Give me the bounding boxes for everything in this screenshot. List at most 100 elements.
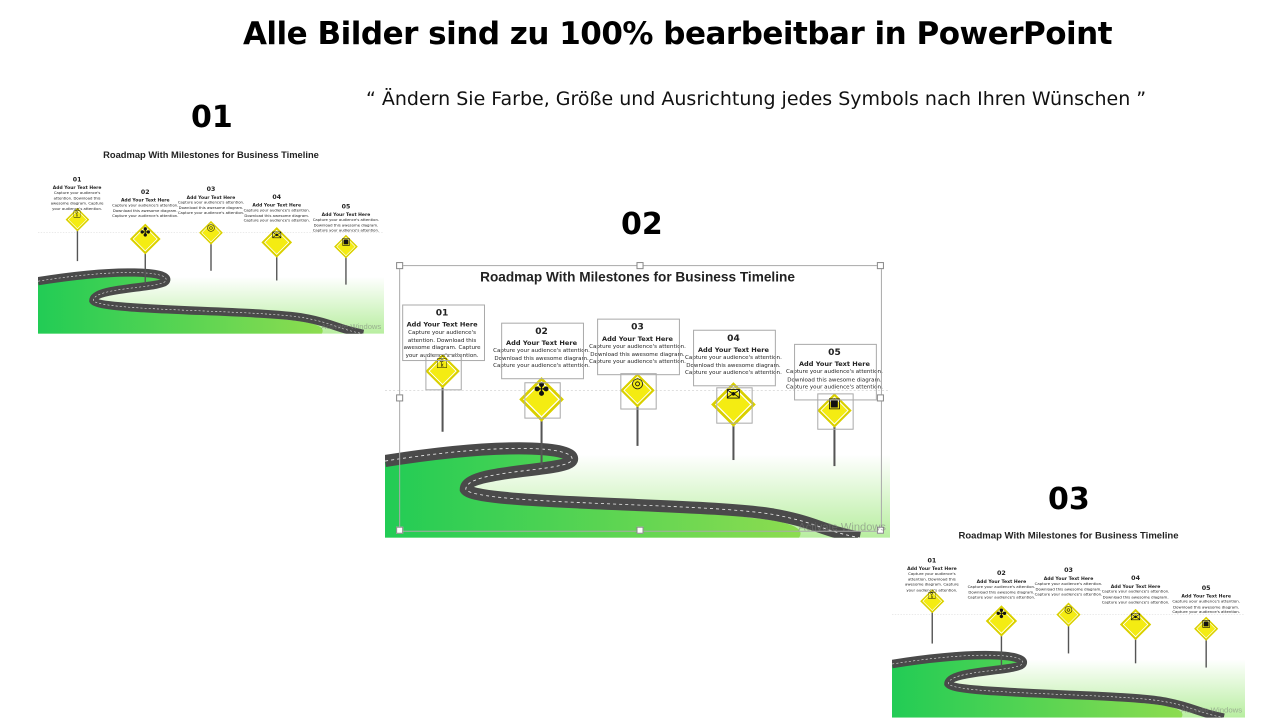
milestone-sign-02[interactable]: ✤ xyxy=(519,376,564,422)
milestone-body: Capture your audience's attention. Downl… xyxy=(904,572,959,593)
briefcase-icon: ▣ xyxy=(341,236,351,248)
milestone-body: Capture your audience's attention. Downl… xyxy=(967,585,1036,601)
milestone-heading: Add Your Text Here xyxy=(1181,593,1231,600)
milestone-sign-04[interactable]: ✉ xyxy=(711,382,756,428)
target-icon: ◎ xyxy=(1064,604,1073,616)
milestone-number: 03 xyxy=(631,322,644,333)
sign-pole xyxy=(732,404,735,461)
diagram-title: Roadmap With Milestones for Business Tim… xyxy=(103,149,319,161)
milestone-sign-01[interactable]: ⚿ xyxy=(424,353,460,389)
sign-pole xyxy=(1134,624,1137,664)
milestone-body: Capture your audience's attention. Downl… xyxy=(403,329,481,359)
lock-icon: ⚿ xyxy=(436,355,448,372)
grass xyxy=(38,271,323,334)
target-icon: ◎ xyxy=(631,375,644,392)
sign-pole xyxy=(276,242,278,281)
sign-pole xyxy=(636,390,639,447)
milestone-body: Capture your audience's attention. Downl… xyxy=(50,191,104,212)
milestone-heading: Add Your Text Here xyxy=(697,346,769,355)
briefcase-icon: ▣ xyxy=(1201,618,1211,630)
milestone-number: 04 xyxy=(1131,575,1140,583)
milestone-sign-03[interactable]: ◎ xyxy=(199,221,223,245)
slide-title: Alle Bilder sind zu 100% bearbeitbar in … xyxy=(242,16,1113,52)
resize-handle[interactable] xyxy=(636,526,644,534)
milestone-number: 05 xyxy=(341,203,351,211)
envelope-icon: ✉ xyxy=(725,385,742,407)
sign-pole xyxy=(1067,614,1070,654)
diagram-thumbnail-03[interactable]: Roadmap With Milestones for Business Tim… xyxy=(892,520,1245,718)
milestone-body: Capture your audience's attention. Downl… xyxy=(493,348,590,370)
milestone-sign-05[interactable]: ▣ xyxy=(1194,616,1219,641)
resize-handle[interactable] xyxy=(876,394,884,402)
sign-pole xyxy=(441,370,444,432)
milestone-heading: Add Your Text Here xyxy=(602,334,673,344)
target-icon: ◎ xyxy=(206,222,216,234)
milestone-sign-04[interactable]: ✉ xyxy=(261,227,293,258)
resize-handle[interactable] xyxy=(636,262,644,270)
roadmap-diagram: Roadmap With Milestones for Business Tim… xyxy=(38,140,384,334)
resize-handle[interactable] xyxy=(876,262,884,270)
milestone-number: 01 xyxy=(435,308,449,319)
milestone-sign-02[interactable]: ✤ xyxy=(985,605,1018,637)
resize-handle[interactable] xyxy=(396,394,404,402)
panel-label-03: 03 xyxy=(1048,482,1090,517)
handshake-icon: ✤ xyxy=(533,379,550,401)
sign-pole xyxy=(1205,628,1207,668)
milestone-sign-05[interactable]: ▣ xyxy=(817,393,852,428)
roadmap-diagram: Roadmap With Milestones for Business Tim… xyxy=(892,520,1245,718)
milestone-body: Capture your audience's attention. Downl… xyxy=(786,369,883,391)
sign-pole xyxy=(345,246,347,285)
milestone-number: 01 xyxy=(927,557,937,565)
milestone-body: Capture your audience's attention. Downl… xyxy=(589,344,686,366)
resize-handle[interactable] xyxy=(396,526,404,534)
milestone-heading: Add Your Text Here xyxy=(976,578,1027,585)
milestone-number: 04 xyxy=(272,194,282,202)
milestone-sign-05[interactable]: ▣ xyxy=(334,234,358,259)
milestone-sign-03[interactable]: ◎ xyxy=(1056,602,1081,627)
resize-handle[interactable] xyxy=(396,262,404,270)
milestone-heading: Add Your Text Here xyxy=(406,320,478,329)
lock-icon: ⚿ xyxy=(73,209,81,221)
briefcase-icon: ▣ xyxy=(827,395,842,412)
diagram-thumbnail-01[interactable]: Roadmap With Milestones for Business Tim… xyxy=(38,140,384,334)
activate-windows-watermark: Activate Windows xyxy=(798,521,886,534)
grass xyxy=(385,446,801,538)
milestone-number: 02 xyxy=(140,189,150,197)
milestone-sign-04[interactable]: ✉ xyxy=(1119,609,1152,641)
milestone-body: Capture your audience's attention. Downl… xyxy=(685,355,782,377)
milestone-sign-02[interactable]: ✤ xyxy=(129,223,161,255)
envelope-icon: ✉ xyxy=(271,229,283,244)
roadmap-diagram: Roadmap With Milestones for Business Tim… xyxy=(385,255,890,538)
sign-pole xyxy=(931,601,933,644)
milestone-sign-03[interactable]: ◎ xyxy=(620,373,655,408)
milestone-heading: Add Your Text Here xyxy=(52,185,102,191)
slide-subtitle: “ Ändern Sie Farbe, Größe und Ausrichtun… xyxy=(366,88,1147,110)
milestone-number: 02 xyxy=(997,570,1006,578)
milestone-number: 04 xyxy=(727,334,740,345)
diagram-thumbnail-02[interactable]: Roadmap With Milestones for Business Tim… xyxy=(385,255,891,539)
milestone-sign-01[interactable]: ⚿ xyxy=(65,207,89,232)
milestone-number: 01 xyxy=(72,176,82,184)
milestone-body: Capture your audience's attention. Downl… xyxy=(1034,582,1103,598)
milestone-number: 03 xyxy=(1064,567,1073,575)
resize-handle[interactable] xyxy=(876,526,884,534)
diagram-title: Roadmap With Milestones for Business Tim… xyxy=(480,269,795,285)
milestone-sign-01[interactable]: ⚿ xyxy=(919,589,944,614)
milestone-heading: Add Your Text Here xyxy=(1110,583,1161,590)
sign-pole xyxy=(833,410,836,467)
